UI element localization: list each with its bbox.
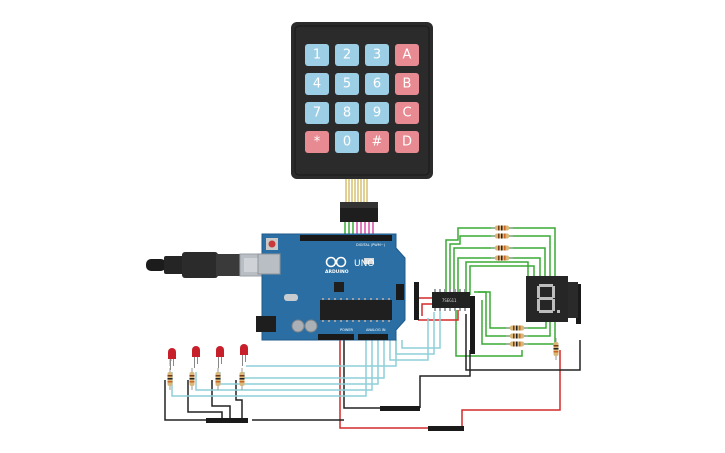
black-wires bbox=[164, 314, 581, 421]
keypad-ribbon bbox=[345, 178, 368, 203]
key-C[interactable]: C bbox=[395, 102, 419, 124]
key-label: 2 bbox=[343, 48, 351, 63]
key-label: 6 bbox=[373, 77, 381, 92]
reset-button-icon[interactable] bbox=[266, 238, 278, 250]
resistor-bottom-1 bbox=[506, 325, 528, 331]
key-cap bbox=[305, 73, 329, 95]
led-4 bbox=[240, 344, 248, 366]
resistor-top-2 bbox=[491, 233, 513, 239]
digital-header-label: DIGITAL (PWM~) bbox=[356, 243, 386, 247]
resistor-bottom-3 bbox=[506, 341, 528, 347]
key-0[interactable]: 0 bbox=[335, 131, 359, 153]
keypad-connector bbox=[340, 202, 378, 222]
key-label: # bbox=[372, 135, 383, 150]
seven-segment-display: 8. bbox=[0, 0, 578, 322]
analog-header-label: ANALOG IN bbox=[366, 328, 386, 332]
key-cap bbox=[335, 73, 359, 95]
key-label: 7 bbox=[313, 106, 321, 121]
key-label: D bbox=[402, 135, 412, 150]
key-5[interactable]: 5 bbox=[335, 73, 359, 95]
arduino-logo-text: ARDUINO bbox=[325, 269, 349, 275]
key-label: 1 bbox=[313, 48, 321, 63]
green-wires bbox=[445, 227, 556, 357]
resistor-top-4 bbox=[491, 255, 513, 261]
key-cap bbox=[395, 131, 419, 153]
wires bbox=[164, 178, 581, 429]
power-header-label: POWER bbox=[340, 328, 354, 332]
key-cap bbox=[365, 44, 389, 66]
key-label: A bbox=[403, 48, 412, 63]
key-cap bbox=[395, 73, 419, 95]
key-label: * bbox=[314, 135, 321, 150]
key-cap bbox=[395, 102, 419, 124]
key-label: C bbox=[402, 106, 411, 121]
resistor-top-3 bbox=[491, 245, 513, 251]
decoder-chip-label: 7SEG11 bbox=[442, 298, 457, 303]
key-cap bbox=[335, 102, 359, 124]
led-2 bbox=[192, 346, 200, 368]
key-cap bbox=[365, 131, 389, 153]
resistor-bottom-2 bbox=[506, 333, 528, 339]
display-digit: 8. bbox=[0, 0, 2, 1]
led-3 bbox=[216, 346, 224, 368]
key-D[interactable]: D bbox=[395, 131, 419, 153]
keypad: 1 2 3 A 4 5 6 B 7 8 9 C * 0 # D bbox=[291, 22, 433, 179]
key-cap bbox=[365, 102, 389, 124]
display-segments bbox=[537, 284, 560, 313]
resistors bbox=[167, 225, 559, 390]
key-B[interactable]: B bbox=[395, 73, 419, 95]
key-*[interactable]: * bbox=[305, 131, 329, 153]
key-8[interactable]: 8 bbox=[335, 102, 359, 124]
key-1[interactable]: 1 bbox=[305, 44, 329, 66]
key-2[interactable]: 2 bbox=[335, 44, 359, 66]
key-A[interactable]: A bbox=[395, 44, 419, 66]
key-label: 5 bbox=[343, 77, 351, 92]
key-label: 8 bbox=[343, 106, 351, 121]
key-#[interactable]: # bbox=[365, 131, 389, 153]
key-label: 0 bbox=[343, 135, 351, 150]
key-cap bbox=[335, 44, 359, 66]
key-label: 3 bbox=[373, 48, 381, 63]
resistor-led-1 bbox=[167, 368, 173, 390]
key-cap bbox=[305, 44, 329, 66]
key-label: B bbox=[403, 77, 412, 92]
key-cap bbox=[305, 102, 329, 124]
resistor-led-3 bbox=[215, 368, 221, 390]
key-cap bbox=[395, 44, 419, 66]
key-label: 4 bbox=[313, 77, 321, 92]
key-label: 9 bbox=[373, 106, 381, 121]
key-6[interactable]: 6 bbox=[365, 73, 389, 95]
key-7[interactable]: 7 bbox=[305, 102, 329, 124]
resistor-led-4 bbox=[239, 368, 245, 390]
key-cap bbox=[305, 131, 329, 153]
leds bbox=[168, 344, 248, 370]
resistor-right bbox=[553, 338, 559, 360]
decoder-chip: 7SEG11 bbox=[432, 289, 470, 311]
key-3[interactable]: 3 bbox=[365, 44, 389, 66]
key-cap bbox=[335, 131, 359, 153]
resistor-led-2 bbox=[189, 368, 195, 390]
key-9[interactable]: 9 bbox=[365, 102, 389, 124]
key-cap bbox=[365, 73, 389, 95]
arduino-uno-board: ARDUINO UNO DIGITAL (PWM~) POWER ANALOG … bbox=[256, 233, 406, 341]
arduino-logo-icon bbox=[325, 256, 347, 268]
resistor-top-1 bbox=[491, 225, 513, 231]
led-1 bbox=[168, 348, 176, 370]
header-strips bbox=[206, 282, 581, 431]
key-4[interactable]: 4 bbox=[305, 73, 329, 95]
board-model: UNO bbox=[354, 259, 374, 269]
